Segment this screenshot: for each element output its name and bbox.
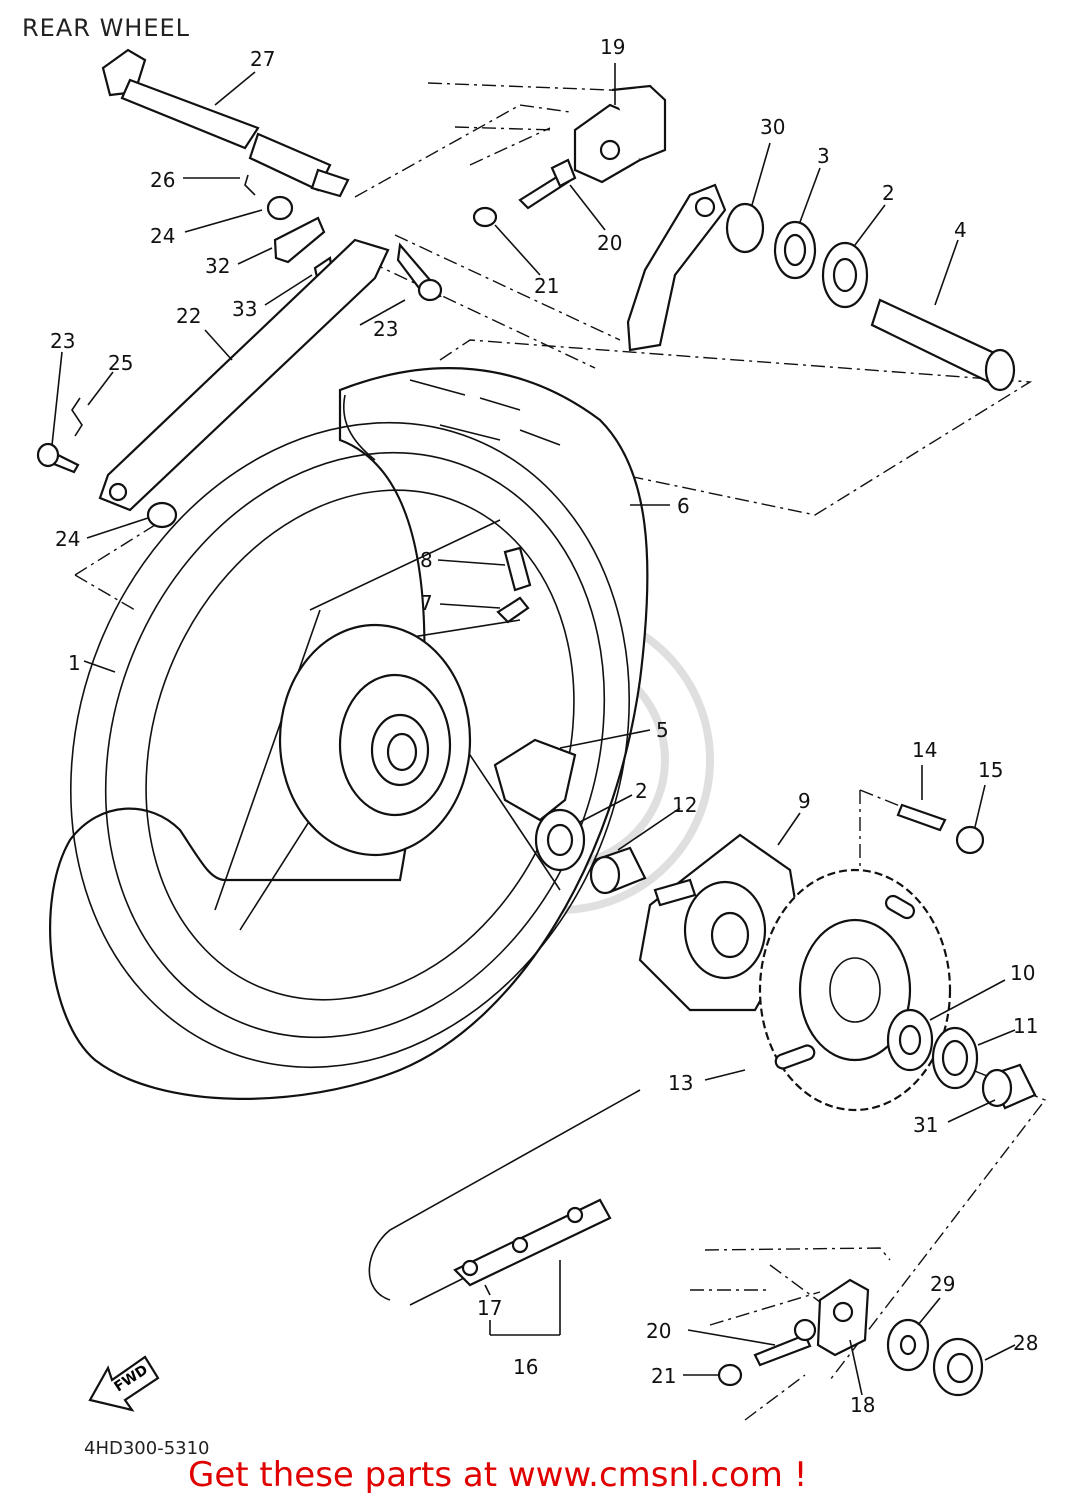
tire-valve bbox=[496, 546, 532, 624]
torque-arm bbox=[98, 238, 390, 512]
label-part-19: 19 bbox=[600, 35, 625, 59]
wheel-damper bbox=[493, 738, 577, 822]
rear-axle bbox=[101, 48, 350, 198]
label-part-20-upper: 20 bbox=[597, 231, 622, 255]
chain-puller-upper bbox=[472, 84, 667, 228]
label-part-7: 7 bbox=[420, 591, 433, 615]
label-part-30: 30 bbox=[760, 115, 785, 139]
label-part-32: 32 bbox=[205, 254, 230, 278]
label-part-17: 17 bbox=[477, 1296, 502, 1320]
label-part-33: 33 bbox=[232, 297, 257, 321]
label-part-12: 12 bbox=[672, 793, 697, 817]
label-part-31: 31 bbox=[913, 1113, 938, 1137]
leader-lines bbox=[51, 63, 1016, 1396]
label-part-20-lower: 20 bbox=[646, 1319, 671, 1343]
label-part-22: 22 bbox=[176, 304, 201, 328]
forward-arrow-icon: FWD bbox=[88, 1355, 160, 1412]
label-part-26: 26 bbox=[150, 168, 175, 192]
label-part-21-lower: 21 bbox=[651, 1364, 676, 1388]
label-part-6: 6 bbox=[677, 494, 690, 518]
wheel-hub bbox=[278, 623, 472, 857]
label-part-24-lower: 24 bbox=[55, 527, 80, 551]
label-part-18: 18 bbox=[850, 1393, 875, 1417]
label-part-2-upper: 2 bbox=[882, 181, 895, 205]
label-part-13: 13 bbox=[668, 1071, 693, 1095]
label-part-1: 1 bbox=[68, 651, 81, 675]
label-part-28: 28 bbox=[1013, 1331, 1038, 1355]
label-part-8: 8 bbox=[420, 548, 433, 572]
label-part-4: 4 bbox=[954, 218, 967, 242]
label-part-14: 14 bbox=[912, 738, 937, 762]
diagram-title: REAR WHEEL bbox=[22, 14, 191, 42]
label-part-15: 15 bbox=[978, 758, 1003, 782]
label-part-29: 29 bbox=[930, 1272, 955, 1296]
label-part-3: 3 bbox=[817, 144, 830, 168]
hub-bearings-right bbox=[725, 202, 1016, 392]
label-part-9: 9 bbox=[798, 789, 811, 813]
drive-chain bbox=[368, 1089, 641, 1306]
label-part-16: 16 bbox=[513, 1355, 538, 1379]
sprocket-stud-and-nut bbox=[896, 803, 985, 855]
diagram-code: 4HD300-5310 bbox=[84, 1438, 210, 1459]
label-part-11: 11 bbox=[1013, 1014, 1038, 1038]
sprocket-bearings bbox=[886, 1008, 1037, 1110]
label-part-5: 5 bbox=[656, 718, 669, 742]
label-part-23-left: 23 bbox=[50, 329, 75, 353]
rear-sprocket bbox=[758, 868, 952, 1112]
label-part-10: 10 bbox=[1010, 961, 1035, 985]
wheel-rim bbox=[70, 421, 630, 1069]
hub-bearings-left bbox=[534, 808, 647, 895]
sprocket-hub bbox=[638, 833, 802, 1012]
chain-puller-lower bbox=[717, 1278, 984, 1397]
label-part-2-lower: 2 bbox=[635, 779, 648, 803]
part-labels: 1 2 2 3 4 5 6 7 8 9 10 11 12 13 14 15 16… bbox=[50, 35, 1038, 1417]
promo-link[interactable]: Get these parts at www.cmsnl.com ! bbox=[188, 1455, 808, 1495]
label-part-21-upper: 21 bbox=[534, 274, 559, 298]
label-part-25: 25 bbox=[108, 351, 133, 375]
label-part-24-upper: 24 bbox=[150, 224, 175, 248]
label-part-27: 27 bbox=[250, 47, 275, 71]
label-part-23-right: 23 bbox=[373, 317, 398, 341]
brake-caliper-bracket bbox=[626, 183, 727, 352]
